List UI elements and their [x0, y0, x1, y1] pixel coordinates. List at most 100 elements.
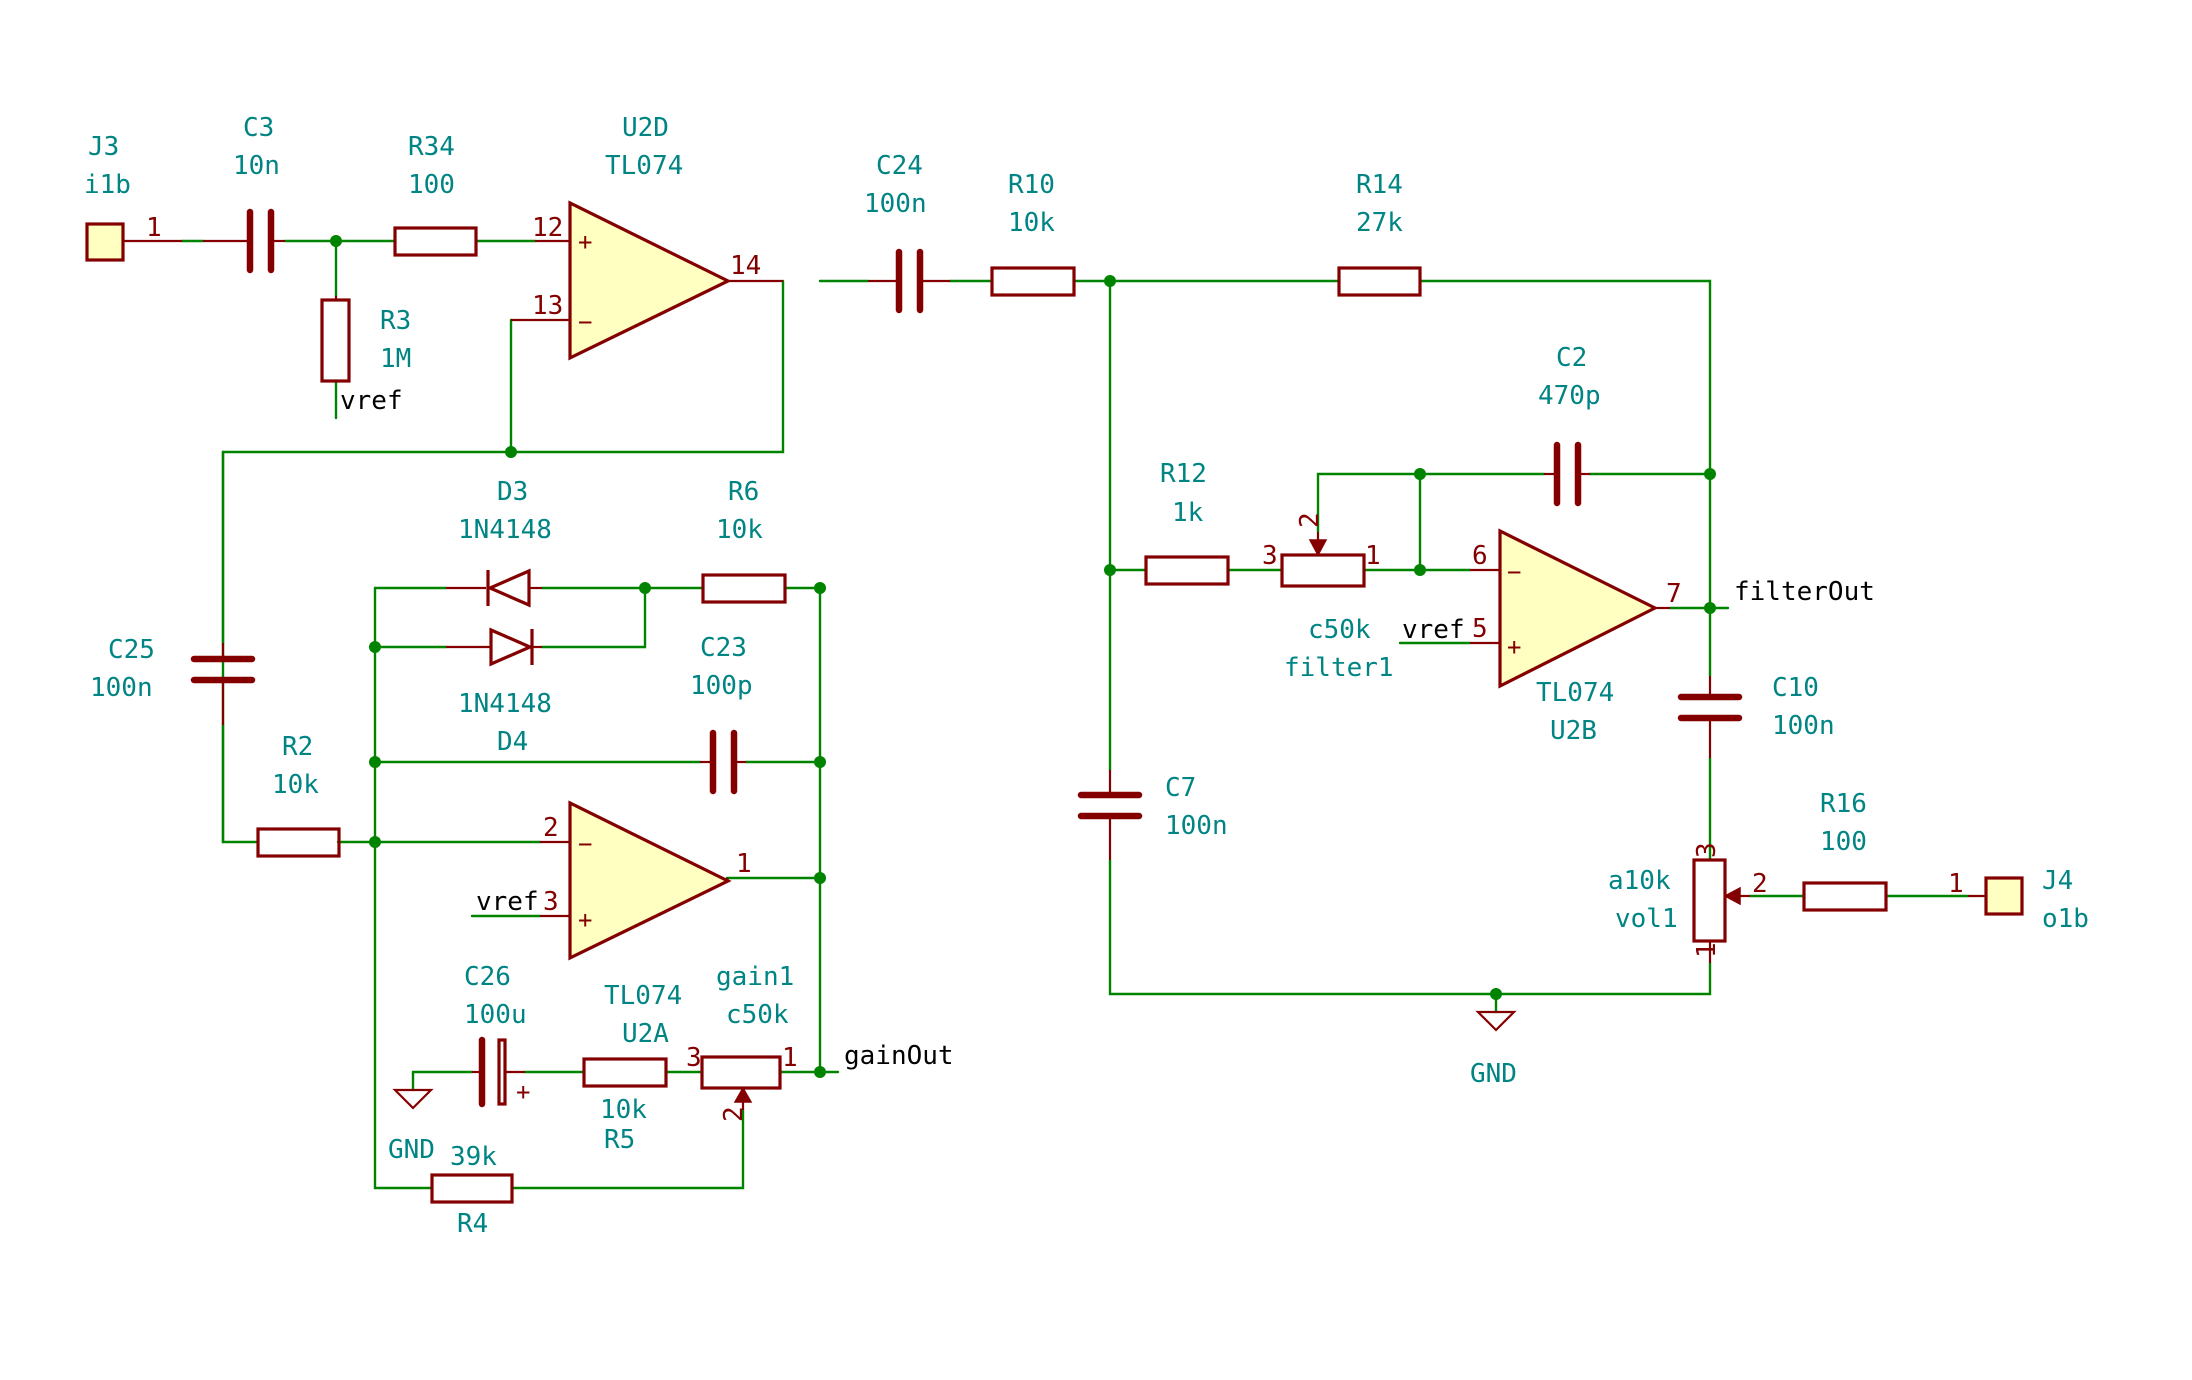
u2d-value: TL074 — [605, 151, 683, 181]
c10-value: 100n — [1772, 711, 1835, 741]
vol1-pin-1: 1 — [1692, 942, 1722, 958]
c25-ref: C25 — [108, 635, 155, 665]
u2d-pin-minus: 13 — [532, 291, 563, 321]
resistor-r10[interactable]: R10 10k — [990, 170, 1076, 297]
gnd-label-filter: GND — [1470, 1059, 1517, 1089]
d4-ref: D4 — [497, 727, 528, 757]
diode-d3[interactable]: D3 1N4148 — [446, 477, 552, 608]
j4-ref: J4 — [2042, 866, 2073, 896]
u2a-value: TL074 — [604, 981, 682, 1011]
resistor-r34[interactable]: R34 100 — [393, 132, 478, 257]
u2a-minus-sign: − — [578, 830, 592, 858]
d4-value: 1N4148 — [458, 689, 552, 719]
r16-value: 100 — [1820, 827, 1867, 857]
u2a-pin-minus: 2 — [543, 813, 559, 843]
r6-ref: R6 — [728, 477, 759, 507]
u2a-pin-out: 1 — [736, 849, 752, 879]
capacitor-c2[interactable]: C2 470p — [1538, 343, 1601, 507]
u2a-ref: U2A — [622, 1019, 669, 1049]
capacitor-c7[interactable]: C7 100n — [1077, 770, 1228, 860]
c25-value: 100n — [90, 673, 153, 703]
u2b-pin-plus: 5 — [1472, 614, 1488, 644]
c7-value: 100n — [1165, 811, 1228, 841]
resistor-r12[interactable]: R12 1k — [1144, 459, 1230, 586]
filter1-value: c50k — [1308, 615, 1371, 645]
vol1-pin-2: 2 — [1752, 869, 1768, 899]
gnd-label-gain: GND — [388, 1135, 435, 1165]
capacitor-c26[interactable]: + C26 100u — [464, 962, 530, 1108]
u2d-plus-sign: + — [578, 228, 592, 256]
u2a-vref-net: vref — [476, 887, 539, 917]
c2-ref: C2 — [1556, 343, 1587, 373]
gain1-pin-2: 2 — [719, 1106, 749, 1122]
r5-ref: R5 — [604, 1125, 635, 1155]
j3-ref: J3 — [88, 132, 119, 162]
ground-symbol-gain: GND — [388, 1088, 435, 1165]
c2-value: 470p — [1538, 381, 1601, 411]
u2d-pin-plus: 12 — [532, 213, 563, 243]
opamp-u2a[interactable]: − + 2 3 1 vref TL074 U2A — [476, 800, 752, 1049]
resistor-r5[interactable]: 10k R5 — [582, 1057, 668, 1155]
resistor-r6[interactable]: R6 10k — [701, 477, 787, 604]
u2b-vref-net: vref — [1402, 615, 1465, 645]
ground-symbol-filter: GND — [1470, 1010, 1517, 1089]
capacitor-c3[interactable]: C3 10n — [203, 113, 285, 274]
r10-value: 10k — [1008, 208, 1055, 238]
wires — [180, 239, 1970, 1190]
r4-ref: R4 — [457, 1209, 488, 1239]
opamp-u2b[interactable]: − + 6 5 7 TL074 U2B vref — [1402, 528, 1682, 746]
j4-value: o1b — [2042, 904, 2089, 934]
resistor-r4[interactable]: 39k R4 — [430, 1142, 514, 1239]
gain1-pin-1: 1 — [782, 1043, 798, 1073]
c3-value: 10n — [233, 151, 280, 181]
u2b-ref: U2B — [1550, 716, 1597, 746]
resistor-r2[interactable]: R2 10k — [256, 732, 341, 858]
u2b-minus-sign: − — [1507, 558, 1521, 586]
potentiometer-vol1[interactable]: 3 1 2 a10k vol1 — [1608, 842, 1768, 963]
u2b-pin-minus: 6 — [1472, 541, 1488, 571]
capacitor-c24[interactable]: C24 100n — [864, 151, 950, 314]
c3-ref: C3 — [243, 113, 274, 143]
resistor-r3[interactable]: R3 1M vref — [320, 296, 411, 416]
u2b-plus-sign: + — [1507, 633, 1521, 661]
vol1-ref: vol1 — [1615, 904, 1678, 934]
filter1-pin-2: 2 — [1295, 512, 1325, 528]
r3-value: 1M — [380, 344, 411, 374]
j3-value: i1b — [84, 170, 131, 200]
r34-value: 100 — [408, 170, 455, 200]
u2d-pin-out: 14 — [730, 251, 761, 281]
c10-ref: C10 — [1772, 673, 1819, 703]
r2-ref: R2 — [282, 732, 313, 762]
c24-value: 100n — [864, 189, 927, 219]
c23-value: 100p — [690, 671, 753, 701]
r5-value: 10k — [600, 1095, 647, 1125]
r14-value: 27k — [1356, 208, 1403, 238]
diode-d4[interactable]: 1N4148 D4 — [446, 627, 552, 757]
opamp-u2d[interactable]: + − 12 13 14 U2D TL074 — [511, 113, 783, 361]
c26-value: 100u — [464, 1000, 527, 1030]
capacitor-c10[interactable]: C10 100n — [1677, 673, 1835, 758]
r16-ref: R16 — [1820, 789, 1867, 819]
r3-vref-net: vref — [340, 386, 403, 416]
capacitor-c23[interactable]: C23 100p — [690, 633, 753, 795]
potentiometer-filter1[interactable]: 3 1 2 c50k filter1 — [1262, 512, 1394, 683]
r2-value: 10k — [272, 770, 319, 800]
connector-j4[interactable]: 1 J4 o1b — [1948, 866, 2089, 934]
r12-ref: R12 — [1160, 459, 1207, 489]
r4-value: 39k — [450, 1142, 497, 1172]
resistor-r16[interactable]: R16 100 — [1802, 789, 1888, 912]
u2b-pin-out: 7 — [1666, 579, 1682, 609]
u2d-minus-sign: − — [578, 308, 592, 336]
connector-j3[interactable]: 1 J3 i1b — [84, 132, 182, 262]
potentiometer-gain1[interactable]: 3 1 2 gain1 c50k — [686, 962, 798, 1122]
d3-ref: D3 — [497, 477, 528, 507]
resistor-r14[interactable]: R14 27k — [1337, 170, 1422, 297]
r12-value: 1k — [1172, 498, 1204, 528]
c7-ref: C7 — [1165, 773, 1196, 803]
j3-pin-1: 1 — [146, 213, 162, 243]
filterout-net-label: filterOut — [1734, 577, 1875, 607]
capacitor-c25[interactable]: C25 100n — [90, 635, 256, 725]
r10-ref: R10 — [1008, 170, 1055, 200]
j4-pin-1: 1 — [1948, 869, 1964, 899]
